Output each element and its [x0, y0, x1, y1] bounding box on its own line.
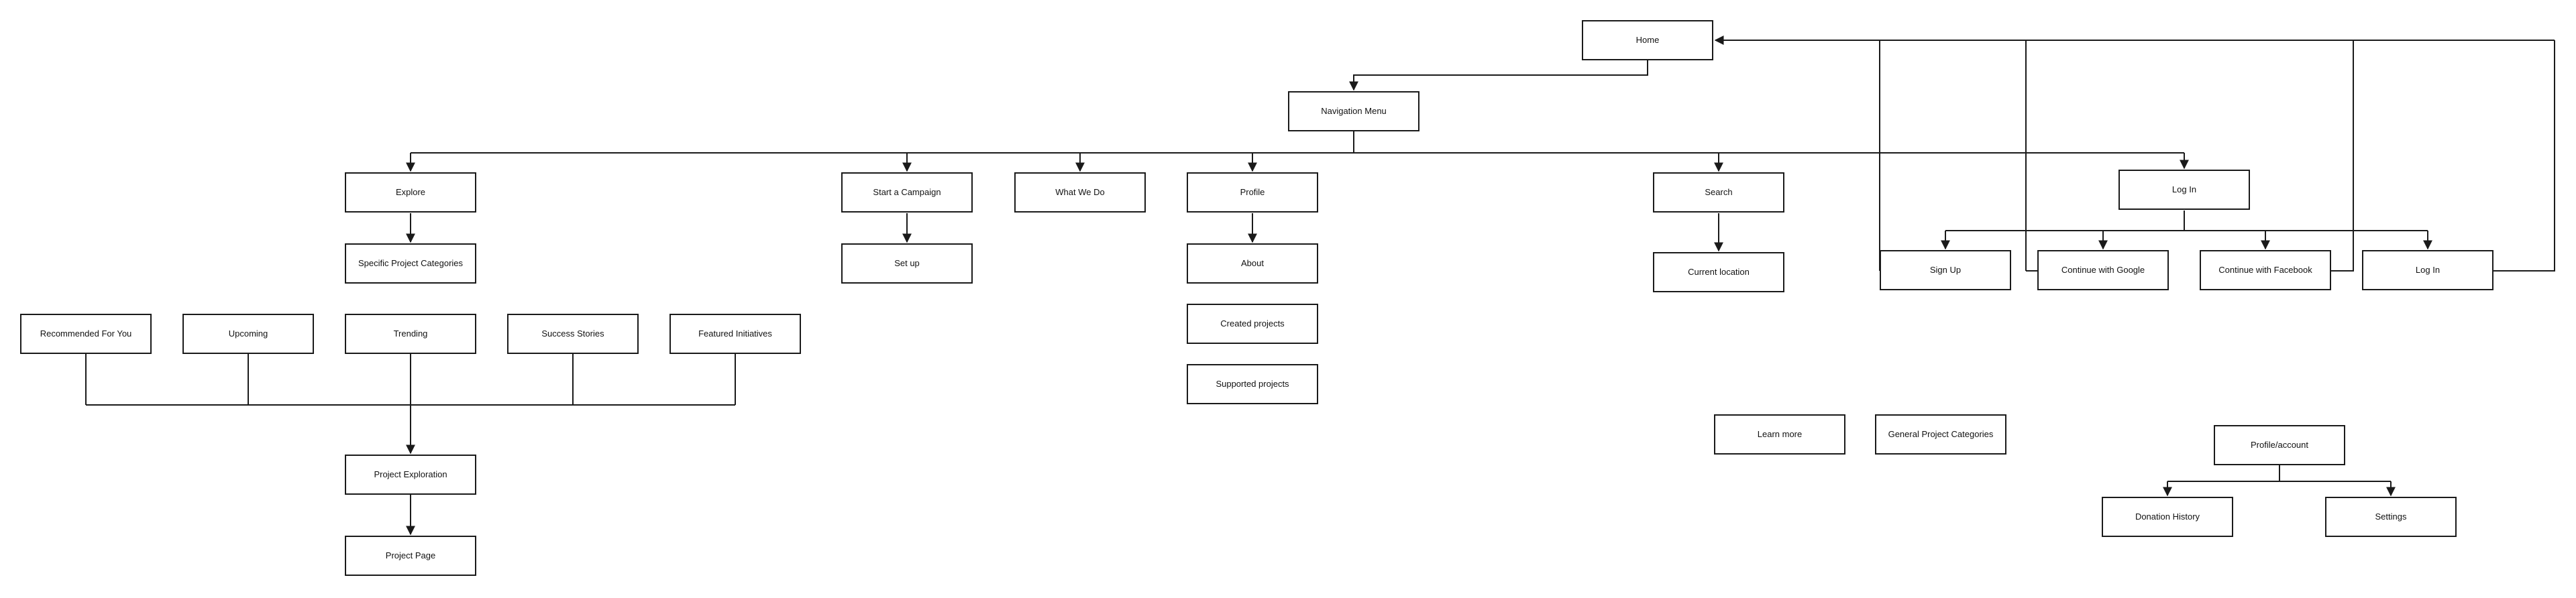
trending-node: Trending [345, 314, 476, 354]
navigation-menu-node: Navigation Menu [1288, 91, 1419, 131]
profile-account-node: Profile/account [2214, 425, 2345, 465]
search-node: Search [1653, 172, 1784, 213]
general-project-categories-node: General Project Categories [1875, 414, 2006, 455]
current-location-node: Current location [1653, 252, 1784, 292]
success-stories-node: Success Stories [507, 314, 639, 354]
edge-home-navigation-menu [1349, 60, 1648, 91]
settings-node: Settings [2325, 497, 2457, 537]
created-projects-node: Created projects [1187, 304, 1318, 344]
edge-return-log-in [2493, 40, 2555, 272]
project-exploration-node: Project Exploration [345, 455, 476, 495]
set-up-node: Set up [841, 243, 973, 284]
log-in-sub-node: Log In [2362, 250, 2493, 290]
what-we-do-node: What We Do [1014, 172, 1146, 213]
donation-history-node: Donation History [2102, 497, 2233, 537]
about-node: About [1187, 243, 1318, 284]
supported-projects-node: Supported projects [1187, 364, 1318, 404]
continue-with-google-node: Continue with Google [2037, 250, 2169, 290]
specific-project-categories-node: Specific Project Categories [345, 243, 476, 284]
log-in-main-node: Log In [2118, 170, 2250, 210]
learn-more-node: Learn more [1714, 414, 1845, 455]
upcoming-node: Upcoming [182, 314, 314, 354]
home-node: Home [1582, 20, 1713, 60]
profile-node: Profile [1187, 172, 1318, 213]
edge-return-facebook [2331, 40, 2354, 272]
start-a-campaign-node: Start a Campaign [841, 172, 973, 213]
continue-with-facebook-node: Continue with Facebook [2200, 250, 2331, 290]
featured-initiatives-node: Featured Initiatives [669, 314, 801, 354]
project-page-node: Project Page [345, 536, 476, 576]
recommended-for-you-node: Recommended For You [20, 314, 152, 354]
explore-node: Explore [345, 172, 476, 213]
sign-up-node: Sign Up [1880, 250, 2011, 290]
